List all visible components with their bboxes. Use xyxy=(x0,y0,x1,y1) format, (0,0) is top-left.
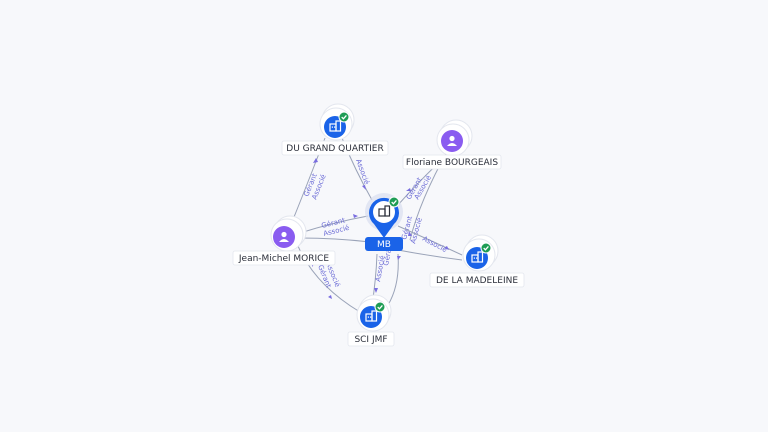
verified-check-icon xyxy=(338,111,350,123)
node-label: DU GRAND QUARTIER xyxy=(286,144,383,154)
verified-check-icon xyxy=(388,196,400,208)
verified-check-icon xyxy=(374,301,386,313)
center-tag xyxy=(365,237,403,251)
edge-label: Associé xyxy=(421,235,448,254)
node-jean-michel-morice[interactable]: Jean-Michel MORICE xyxy=(232,215,336,266)
node-sci-jmf[interactable]: SCI JMF xyxy=(347,294,395,347)
verified-check-icon xyxy=(480,242,492,254)
edge-jean-michel-center: Gérant Associé xyxy=(299,214,371,243)
node-label: Floriane BOURGEAIS xyxy=(406,158,498,168)
node-label: SCI JMF xyxy=(354,335,387,345)
node-de-la-madeleine[interactable]: DE LA MADELEINE xyxy=(429,234,525,288)
node-label: MB xyxy=(377,240,391,250)
node-label: Jean-Michel MORICE xyxy=(238,254,330,264)
node-floriane-bourgeais[interactable]: Floriane BOURGEAIS xyxy=(402,119,502,170)
node-label: DE LA MADELEINE xyxy=(436,276,518,286)
node-du-grand-quartier[interactable]: DU GRAND QUARTIER xyxy=(281,103,389,156)
node-center-mb[interactable]: MB xyxy=(365,193,403,251)
